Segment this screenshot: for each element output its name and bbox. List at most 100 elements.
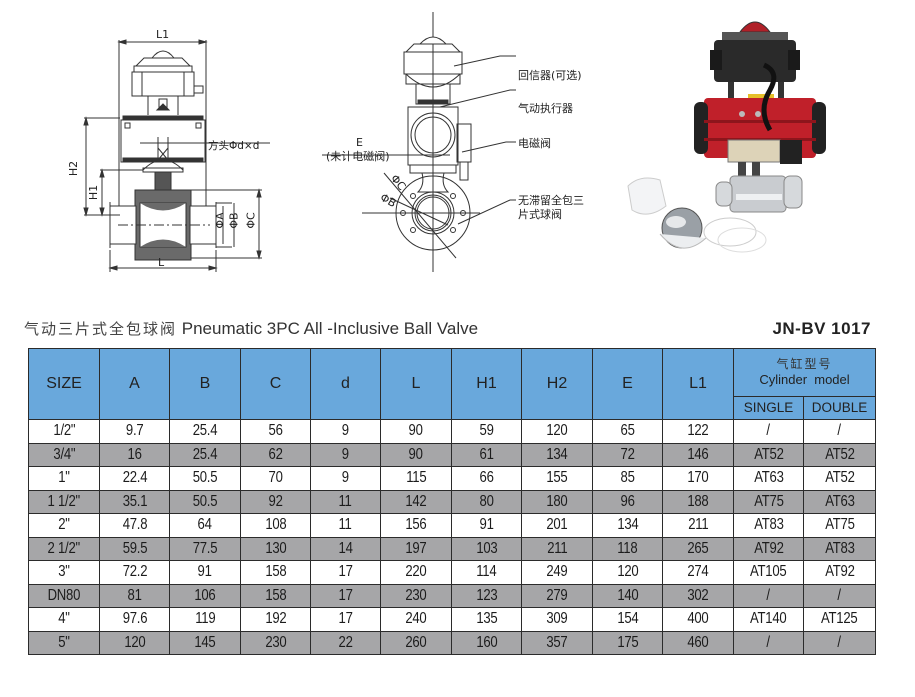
cell-value: 1" xyxy=(58,469,70,487)
cell-L1: 274 xyxy=(662,560,734,585)
cell-double: / xyxy=(802,419,877,444)
cell-value: 156 xyxy=(405,516,427,534)
cell-A: 59.5 xyxy=(99,536,170,561)
cell-value: 66 xyxy=(479,469,494,487)
cell-H2: 309 xyxy=(521,607,593,632)
cell-value: AT52 xyxy=(824,469,855,487)
cell-E: 118 xyxy=(592,536,663,561)
cell-double: AT52 xyxy=(802,466,877,491)
cell-E: 85 xyxy=(592,466,663,491)
cell-A: 72.2 xyxy=(99,560,170,585)
col-header-C: C xyxy=(240,348,311,420)
col-header-E: E xyxy=(592,348,663,420)
dim-E-note: (未计电磁阀) xyxy=(326,150,390,163)
cell-value: 114 xyxy=(476,563,497,581)
cell-d: 9 xyxy=(310,419,381,444)
col-header-B: B xyxy=(169,348,241,420)
cell-C: 230 xyxy=(240,630,311,655)
cell-A: 81 xyxy=(99,583,170,608)
cell-d: 11 xyxy=(310,489,381,514)
cell-value: 158 xyxy=(264,586,287,604)
cell-value: 50.5 xyxy=(192,492,218,510)
cell-single: AT75 xyxy=(733,489,804,514)
cell-E: 72 xyxy=(592,442,663,467)
cell-H1: 103 xyxy=(451,536,522,561)
cell-value: 158 xyxy=(264,563,287,581)
cell-C: 92 xyxy=(240,489,311,514)
cell-value: AT63 xyxy=(753,469,784,487)
cell-H2: 211 xyxy=(521,536,593,561)
cell-value: 22 xyxy=(338,633,353,651)
cell-value: 146 xyxy=(687,445,709,463)
cell-value: AT92 xyxy=(753,539,784,557)
cell-value: 260 xyxy=(405,633,427,651)
cell-value: 142 xyxy=(405,492,427,510)
cell-C: 158 xyxy=(240,560,311,585)
front-view-linework xyxy=(83,39,270,272)
cell-value: 56 xyxy=(268,422,283,440)
col-header-H1: H1 xyxy=(451,348,522,420)
cell-value: 103 xyxy=(475,539,498,557)
cell-value: AT52 xyxy=(824,445,855,463)
cell-value: 72.2 xyxy=(122,563,147,581)
cell-value: AT140 xyxy=(750,610,787,628)
cell-value: 64 xyxy=(197,516,213,534)
cell-value: AT63 xyxy=(824,492,855,510)
cell-d: 9 xyxy=(310,442,381,467)
cell-H1: 91 xyxy=(451,513,522,538)
dim-E-label: E xyxy=(356,136,363,149)
cell-value: 240 xyxy=(405,610,427,628)
cell-value: 81 xyxy=(127,586,142,604)
cell-value: 170 xyxy=(687,469,709,487)
cell-value: 400 xyxy=(687,610,709,628)
cell-value: 123 xyxy=(475,586,498,604)
cylinder-header-cn: 气缸型号 xyxy=(776,357,833,372)
cell-double: AT75 xyxy=(802,513,877,538)
cell-single: AT83 xyxy=(733,513,804,538)
cell-value: AT75 xyxy=(753,492,784,510)
cell-size: 2 1/2" xyxy=(28,536,100,561)
cell-H2: 134 xyxy=(521,442,593,467)
cell-value: AT92 xyxy=(824,563,855,581)
cell-H1: 66 xyxy=(451,466,522,491)
product-title-en: Pneumatic 3PC All -Inclusive Ball Valve xyxy=(181,319,479,338)
cell-H1: 135 xyxy=(451,607,522,632)
cell-size: 4" xyxy=(28,607,100,632)
cell-L: 220 xyxy=(380,560,452,585)
cell-H1: 59 xyxy=(451,419,522,444)
cell-value: 92 xyxy=(268,492,283,510)
cell-L1: 460 xyxy=(662,630,734,655)
cell-H1: 61 xyxy=(451,442,522,467)
cell-value: 85 xyxy=(620,469,635,487)
cell-H2: 120 xyxy=(521,419,593,444)
cell-B: 50.5 xyxy=(169,489,241,514)
cell-E: 134 xyxy=(592,513,663,538)
product-title-cn: 气动三片式全包球阀 xyxy=(24,320,178,338)
cell-B: 50.5 xyxy=(169,466,241,491)
cell-C: 108 xyxy=(240,513,311,538)
cell-C: 56 xyxy=(240,419,311,444)
cell-value: 97.6 xyxy=(122,610,147,628)
cell-value: 80 xyxy=(479,492,494,510)
cell-H2: 249 xyxy=(521,560,593,585)
cell-C: 62 xyxy=(240,442,311,467)
cell-value: 50.5 xyxy=(192,469,218,487)
cell-value: 309 xyxy=(546,610,568,628)
cell-A: 16 xyxy=(99,442,170,467)
cell-double: AT83 xyxy=(802,536,877,561)
cell-value: 90 xyxy=(408,445,424,463)
cell-d: 17 xyxy=(310,607,381,632)
cell-L1: 400 xyxy=(662,607,734,632)
cell-d: 11 xyxy=(310,513,381,538)
cell-single: / xyxy=(733,630,804,655)
product-title: 气动三片式全包球阀 Pneumatic 3PC All -Inclusive B… xyxy=(24,318,478,339)
cell-value: 96 xyxy=(620,492,635,510)
cell-L1: 170 xyxy=(662,466,734,491)
cell-value: 17 xyxy=(338,563,353,581)
col-header-L: L xyxy=(380,348,452,420)
callout-ball-valve-line2: 片式球阀 xyxy=(518,208,562,221)
